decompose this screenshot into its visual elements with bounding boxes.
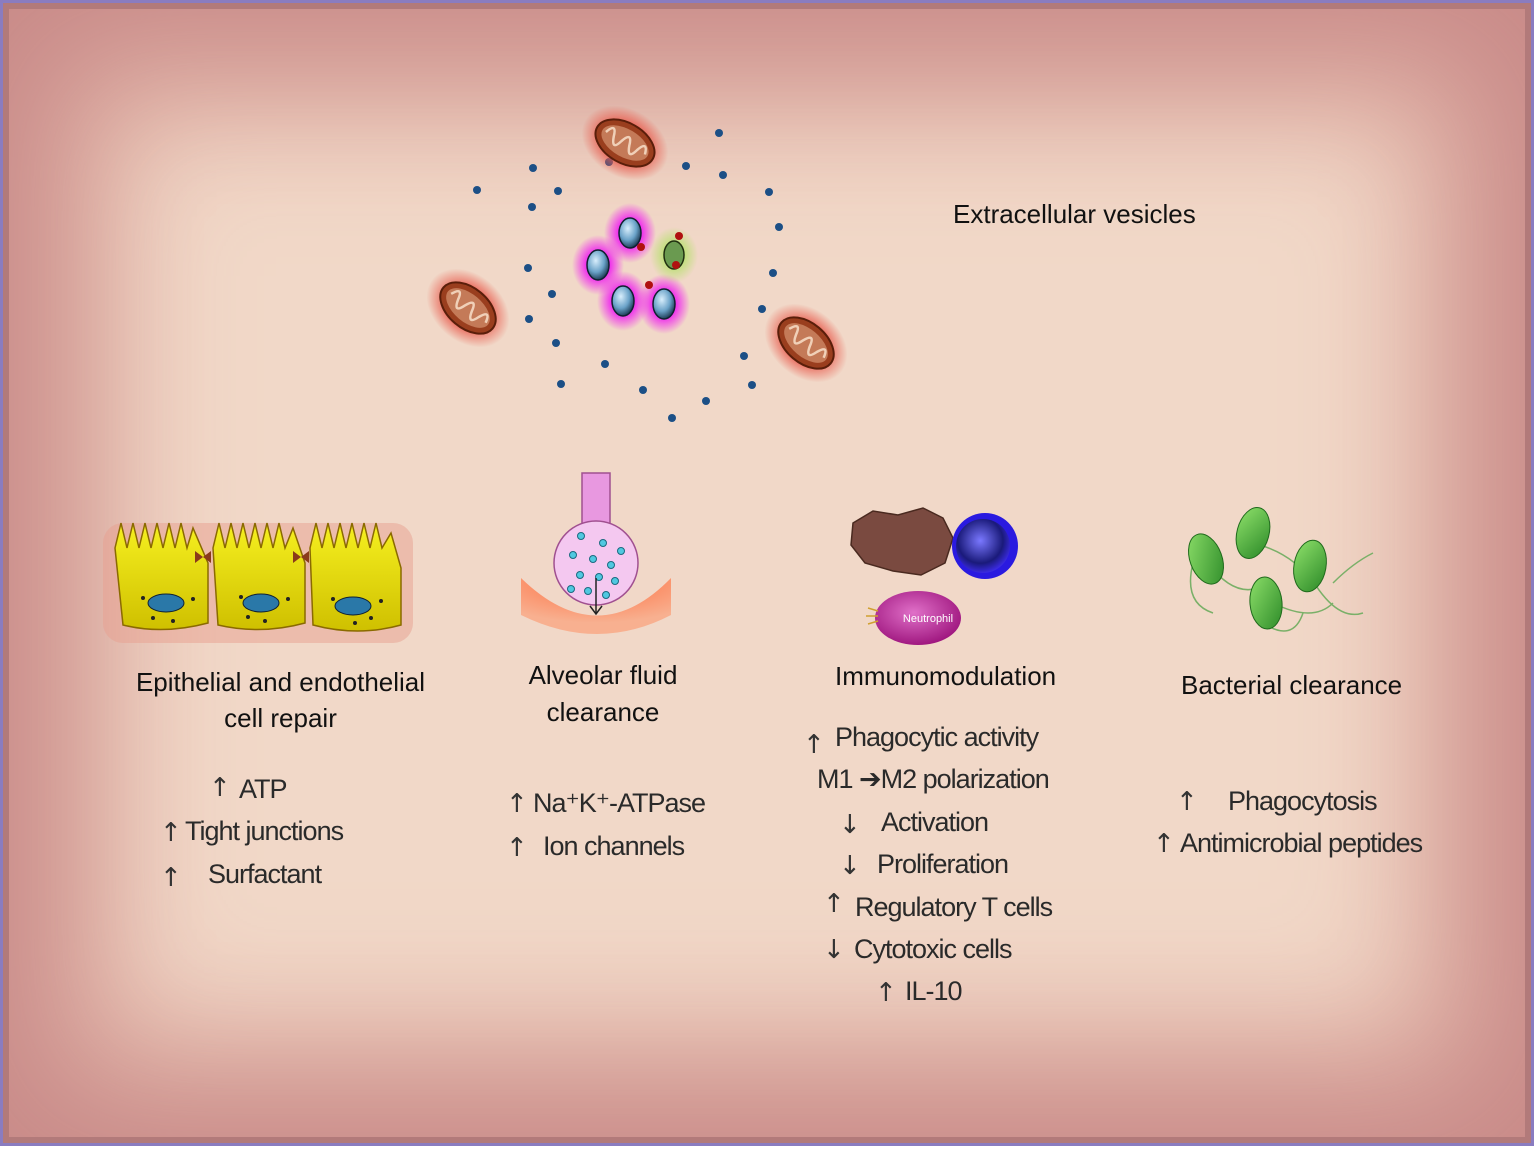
immuno-item-m1-m2-polarization: M1 ➔M2 polarization [817, 764, 1050, 794]
up-arrow-icon: ↑ [209, 773, 231, 803]
panel-title-bacterial-clearance: Bacterial clearance [1181, 670, 1403, 700]
up-arrow-icon: ↑ [1176, 787, 1198, 817]
epithelial-item-surfactant: Surfactant [208, 859, 322, 889]
immuno-item-proliferation: Proliferation [877, 849, 1009, 879]
panel-title-immunomodulation: Immunomodulation [835, 661, 1057, 691]
down-arrow-icon: ↓ [839, 810, 861, 840]
immuno-item-il-10: IL-10 [905, 976, 963, 1006]
epithelial-item-atp: ATP [239, 774, 288, 804]
up-arrow-icon: ↑ [823, 889, 845, 919]
down-arrow-icon: ↓ [823, 935, 845, 965]
mitochondrion-top [581, 105, 669, 181]
bacterial-item-phagocytosis: Phagocytosis [1228, 786, 1378, 816]
epithelial-item-tight-junctions: Tight junctions [185, 816, 344, 846]
mitochondrion-right [764, 303, 848, 383]
up-arrow-icon: ↑ [160, 818, 182, 848]
vesicle-cluster [572, 203, 698, 334]
neutrophil-label: Neutrophil [903, 613, 953, 625]
up-arrow-icon: ↑ [875, 978, 897, 1008]
up-arrow-icon: ↑ [160, 863, 182, 893]
up-arrow-icon: ↑ [803, 730, 825, 760]
immuno-item-phagocytic-activity: Phagocytic activity [835, 722, 1039, 752]
epithelial-cells-illustration [103, 522, 413, 643]
immune-cells-illustration: Neutrophil [850, 507, 1018, 645]
alveolar-item-ion-channels: Ion channels [543, 831, 685, 861]
alveolar-item-na-k-atpase: Na⁺K⁺-ATPase [533, 788, 706, 818]
immuno-item-activation: Activation [881, 807, 989, 837]
up-arrow-icon: ↑ [1153, 829, 1175, 859]
panel-title-epithelial-line1: Epithelial and endothelial [135, 667, 426, 697]
diagram-graphics: Neutrophil [103, 105, 1374, 645]
mitochondrion-left [426, 268, 510, 348]
up-arrow-icon: ↑ [506, 833, 528, 863]
alveolar-illustration [521, 472, 671, 634]
immuno-item-regulatory-t-cells: Regulatory T cells [855, 892, 1053, 922]
panel-title-epithelial-line2: cell repair [224, 703, 337, 733]
bacterial-item-antimicrobial-peptides: Antimicrobial peptides [1180, 828, 1423, 858]
up-arrow-icon: ↑ [506, 789, 528, 819]
down-arrow-icon: ↓ [839, 851, 861, 881]
immuno-item-cytotoxic-cells: Cytotoxic cells [854, 934, 1013, 964]
bacteria-illustration [1188, 507, 1374, 632]
panel-title-alveolar-line2: clearance [546, 697, 660, 727]
extracellular-vesicles-label: Extracellular vesicles [953, 199, 1196, 229]
panel-title-alveolar-line1: Alveolar fluid [528, 660, 678, 690]
